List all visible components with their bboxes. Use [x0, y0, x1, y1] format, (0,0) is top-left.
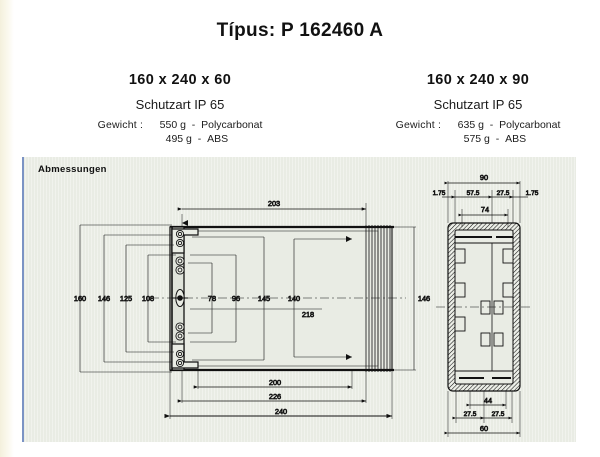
dim-front-right-146: 146 — [418, 294, 430, 303]
dim-side-175-left: 1.75 — [433, 190, 446, 197]
variant-weight-row: Gewicht : 550 g - Polycarbonat — [60, 119, 300, 131]
dim-front-inner-78: 78 — [208, 294, 216, 303]
paper-edge — [0, 0, 14, 457]
page-title: Típus: P 162460 A — [216, 20, 384, 41]
variant-column-left: 160 x 240 x 60 Schutzart IP 65 Gewicht :… — [60, 72, 300, 145]
weight-value: 495 g — [165, 133, 192, 145]
dimension-drawing: 203 160 146 125 108 — [73, 173, 539, 437]
weight-material: Polycarbonat — [201, 119, 263, 131]
dim-side-175-right: 1.75 — [526, 190, 539, 197]
dim-front-left-108: 108 — [142, 294, 154, 303]
weight-value: 550 g — [159, 119, 186, 131]
dim-front-bottom-226: 226 — [269, 392, 281, 401]
dim-front-inner-145: 145 — [258, 294, 270, 303]
dim-side-60: 60 — [480, 424, 488, 433]
dim-front-218: 218 — [302, 310, 314, 319]
weight-material: ABS — [505, 133, 527, 145]
weight-dash: - — [197, 133, 202, 145]
dim-front-left-125: 125 — [120, 294, 132, 303]
weight-dash: - — [489, 119, 494, 131]
panel-title: Abmessungen — [38, 164, 107, 175]
variant-weight-row: Gewicht : 635 g - Polycarbonat — [358, 119, 598, 131]
weight-label: Gewicht : — [97, 119, 144, 131]
variant-size: 160 x 240 x 90 — [426, 72, 530, 88]
panel-accent-rule — [22, 157, 24, 442]
weight-dash: - — [495, 133, 500, 145]
dim-side-275-bottom-left: 27.5 — [464, 411, 477, 418]
dim-front-left-160: 160 — [74, 294, 86, 303]
variant-weight-row: 495 g - ABS — [60, 133, 300, 145]
variant-protection: Schutzart IP 65 — [135, 97, 225, 112]
dim-front-bottom-240: 240 — [275, 407, 287, 416]
dim-front-bottom-200: 200 — [269, 378, 281, 387]
variant-size: 160 x 240 x 60 — [128, 72, 232, 88]
weight-material: Polycarbonat — [499, 119, 561, 131]
weight-label: Gewicht : — [395, 119, 442, 131]
dim-side-44: 44 — [484, 396, 492, 405]
weight-dash: - — [191, 119, 196, 131]
dim-side-275-bottom-right: 27.5 — [492, 411, 505, 418]
weight-value: 575 g — [463, 133, 490, 145]
dim-side-275-top: 27.5 — [497, 190, 510, 197]
dim-front-left-146: 146 — [98, 294, 110, 303]
dim-side-575: 57.5 — [467, 190, 480, 197]
dim-front-inner-140: 140 — [288, 294, 300, 303]
dim-front-top: 203 — [268, 199, 280, 208]
variant-protection: Schutzart IP 65 — [433, 97, 523, 112]
dim-side-74: 74 — [481, 205, 489, 214]
dim-front-inner-96: 96 — [232, 294, 240, 303]
weight-value: 635 g — [457, 119, 484, 131]
weight-material: ABS — [207, 133, 229, 145]
dim-side-90: 90 — [480, 173, 488, 182]
variant-weight-row: 575 g - ABS — [358, 133, 598, 145]
variant-column-right: 160 x 240 x 90 Schutzart IP 65 Gewicht :… — [358, 72, 598, 145]
